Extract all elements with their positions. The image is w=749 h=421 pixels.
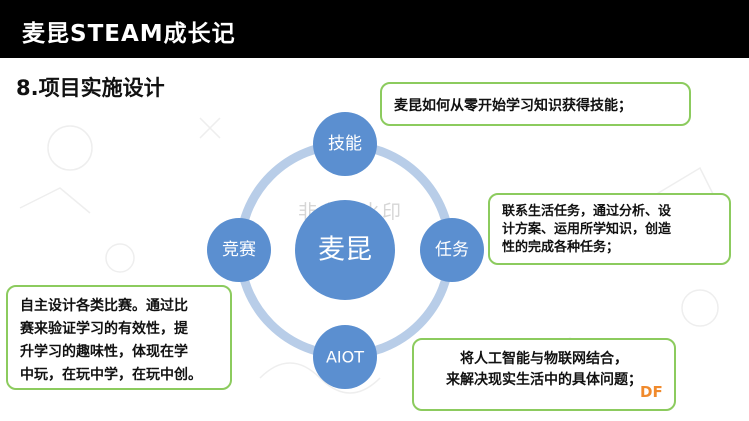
callout-competition-line: 中玩，在玩中学，在玩中创。: [20, 367, 202, 383]
callout-task-line: 性的完成各种任务；: [502, 240, 620, 255]
callout-competition-line: 自主设计各类比赛。通过比: [20, 298, 188, 314]
callout-competition-line: 赛来验证学习的有效性，提: [20, 321, 188, 337]
node-right: [420, 218, 484, 282]
callout-aiot-line: 来解决现实生活中的具体问题；: [446, 372, 642, 388]
callout-task-line: 联系生活任务，通过分析、设: [502, 204, 672, 219]
callout-aiot: 将人工智能与物联网结合， 来解决现实生活中的具体问题；: [412, 338, 676, 411]
callout-skills: 麦昆如何从零开始学习知识获得技能；: [380, 82, 691, 126]
node-bottom: [313, 325, 377, 389]
node-left: [207, 218, 271, 282]
node-right-label: 任务: [435, 240, 469, 260]
header-bar: 麦昆STEAM成长记: [0, 0, 749, 58]
node-top-label: 技能: [328, 134, 362, 154]
header-title: 麦昆STEAM成长记: [22, 21, 236, 47]
callout-skills-text: 麦昆如何从零开始学习知识获得技能；: [394, 98, 632, 114]
node-top: [313, 112, 377, 176]
callout-competition-line: 升学习的趣味性，体现在学: [20, 344, 188, 360]
center-node: [295, 200, 395, 300]
node-bottom-label: AIOT: [326, 348, 364, 367]
callout-task: 联系生活任务，通过分析、设 计方案、运用所学知识，创造 性的完成各种任务；: [488, 193, 731, 265]
section-title: 8.项目实施设计: [16, 76, 165, 100]
callout-competition: 自主设计各类比赛。通过比 赛来验证学习的有效性，提 升学习的趣味性，体现在学 中…: [6, 285, 232, 390]
brand-logo: DF: [640, 383, 663, 401]
center-node-label: 麦昆: [318, 235, 372, 266]
callout-task-line: 计方案、运用所学知识，创造: [502, 222, 672, 237]
node-left-label: 竞赛: [222, 239, 256, 260]
callout-aiot-line: 将人工智能与物联网结合，: [460, 351, 628, 367]
